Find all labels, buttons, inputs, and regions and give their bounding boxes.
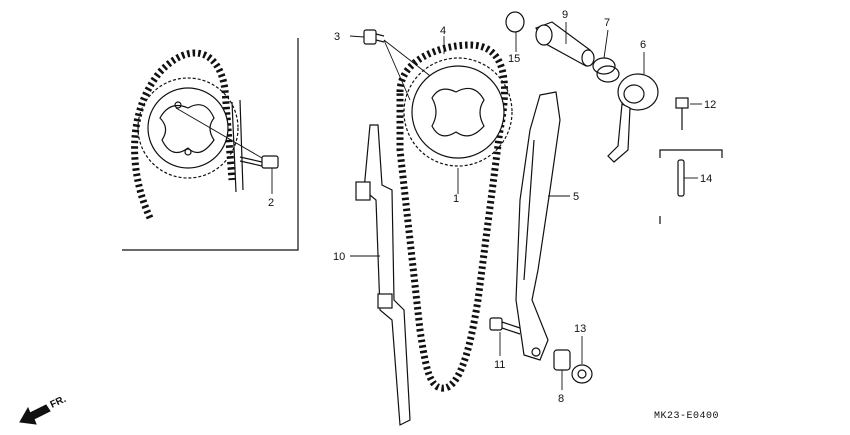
callout-10: 10 bbox=[333, 251, 345, 263]
callout-11: 11 bbox=[494, 359, 505, 371]
callout-7: 7 bbox=[604, 17, 610, 29]
washer-part-13 bbox=[571, 336, 593, 384]
callout-8: 8 bbox=[558, 393, 564, 405]
tensioner-arm-part-5 bbox=[515, 91, 570, 361]
front-arrow-icon bbox=[19, 404, 51, 425]
callout-13: 13 bbox=[574, 323, 586, 335]
callout-1: 1 bbox=[453, 193, 459, 205]
bolt-part-12 bbox=[675, 97, 702, 130]
callout-5: 5 bbox=[573, 191, 579, 203]
tensioner-part-6 bbox=[607, 52, 659, 163]
inset-crank-sprocket bbox=[131, 49, 244, 220]
drawing-code: MK23-E0400 bbox=[654, 411, 719, 422]
pin-part-14 bbox=[659, 149, 723, 224]
bolt-part-2 bbox=[239, 155, 279, 194]
callout-4: 4 bbox=[440, 25, 446, 37]
bolt-part-11 bbox=[489, 317, 521, 356]
callout-3: 3 bbox=[334, 31, 340, 43]
chain-guide-part-10 bbox=[350, 124, 411, 426]
callout-6: 6 bbox=[640, 39, 646, 51]
inset-frame bbox=[122, 38, 299, 251]
callout-9: 9 bbox=[562, 9, 568, 21]
front-indicator-label: FR. bbox=[49, 394, 68, 411]
callout-12: 12 bbox=[704, 99, 716, 111]
pivot-pin-part-9 bbox=[535, 21, 595, 67]
callout-2: 2 bbox=[268, 197, 274, 209]
cam-sprocket-part-1 bbox=[403, 57, 513, 194]
o-ring-part-15 bbox=[505, 11, 525, 52]
collar-part-8 bbox=[553, 349, 571, 390]
callout-14: 14 bbox=[700, 173, 712, 185]
callout-15: 15 bbox=[508, 53, 520, 65]
spring-part-7 bbox=[592, 29, 620, 83]
